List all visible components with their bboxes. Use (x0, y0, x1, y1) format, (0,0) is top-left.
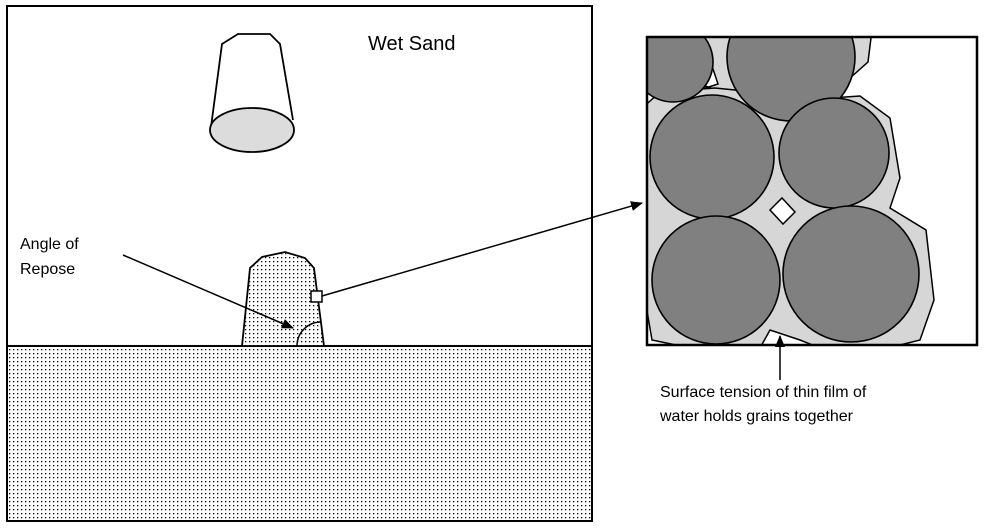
sand-ground (8, 346, 591, 520)
grain (647, 37, 714, 103)
wet-sand-title: Wet Sand (368, 33, 455, 55)
angle-of-repose-label-line1: Angle of (20, 236, 79, 253)
surface-tension-caption-line1: Surface tension of thin film of (660, 384, 867, 401)
angle-of-repose-label-line2: Repose (20, 261, 75, 278)
magnified-region-marker (310, 290, 323, 303)
zoom-panel-frame (645, 35, 979, 347)
sand-castle (241, 251, 326, 347)
angle-label-arrow (122, 254, 294, 329)
magnification-arrow (321, 201, 643, 297)
bucket-icon (209, 33, 295, 153)
angle-of-repose-arc (296, 321, 322, 347)
zoom-panel (645, 35, 979, 347)
left-panel: Wet Sand Angle of Repose (6, 5, 593, 522)
sand-grains (647, 37, 920, 345)
bucket-opening (209, 107, 295, 153)
grain (651, 215, 781, 345)
air-pore (768, 196, 797, 226)
grain (778, 97, 890, 209)
grain (782, 205, 920, 343)
surface-tension-caption-line2: water holds grains together (659, 408, 854, 425)
grain (649, 94, 775, 220)
